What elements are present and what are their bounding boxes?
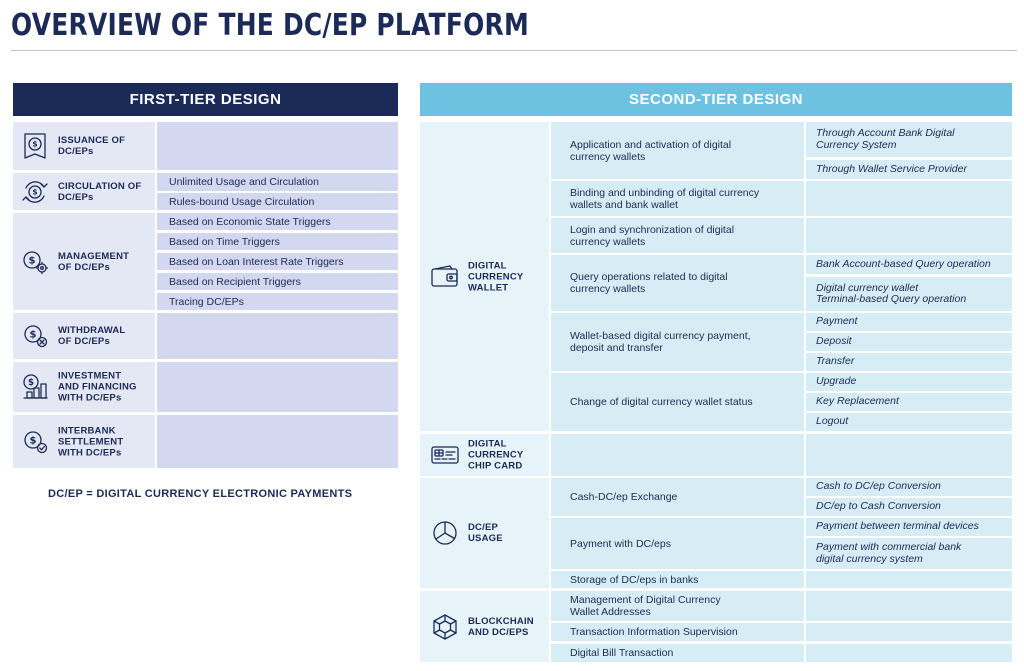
tier2-detail: Upgrade — [806, 373, 1012, 391]
svg-text:$: $ — [28, 378, 34, 388]
tier1-item: Based on Economic State Triggers — [157, 213, 398, 230]
tier1-item: Based on Time Triggers — [157, 233, 398, 250]
tier1-item: Unlimited Usage and Circulation — [157, 173, 398, 191]
tier2-item: Payment with DC/eps — [551, 518, 804, 569]
tier1-empty-cell — [157, 122, 398, 170]
tier1-item: Rules-bound Usage Circulation — [157, 193, 398, 210]
chip-card-icon — [430, 441, 460, 469]
svg-text:$: $ — [30, 435, 37, 446]
gear-dollar-icon: $ — [21, 248, 49, 276]
svg-text:$: $ — [32, 187, 37, 196]
tier2-empty-cell — [806, 181, 1012, 216]
tier1-empty-cell — [157, 362, 398, 412]
page-title: OVERVIEW OF THE DC/EP PLATFORM — [11, 8, 529, 43]
second-tier-header: SECOND-TIER DESIGN — [420, 83, 1012, 116]
tier2-detail: Bank Account-based Query operation — [806, 255, 1012, 274]
tier2-item: Digital Bill Transaction — [551, 644, 804, 662]
wallet-icon — [430, 263, 460, 291]
tier2-item: Change of digital currency wallet status — [551, 373, 804, 431]
tier1-empty-cell — [157, 415, 398, 468]
title-divider — [11, 50, 1017, 51]
document-dollar-icon: $ — [21, 132, 49, 160]
tier2-item: Wallet-based digital currency payment,de… — [551, 313, 804, 371]
pie-chart-icon — [430, 519, 460, 547]
investment-dollar-icon: $ — [21, 373, 49, 401]
footnote: DC/EP = DIGITAL CURRENCY ELECTRONIC PAYM… — [48, 488, 353, 500]
tier2-item: Binding and unbinding of digital currenc… — [551, 181, 804, 216]
withdrawal-dollar-icon: $ — [21, 322, 49, 350]
tier2-detail: Key Replacement — [806, 393, 1012, 411]
settlement-dollar-icon: $ — [21, 428, 49, 456]
tier2-item: Storage of DC/eps in banks — [551, 571, 804, 588]
tier2-detail: DC/ep to Cash Conversion — [806, 498, 1012, 516]
tier2-empty-cell — [806, 571, 1012, 588]
tier2-item: Transaction Information Supervision — [551, 623, 804, 641]
tier1-empty-cell — [157, 313, 398, 359]
svg-text:$: $ — [32, 140, 37, 149]
tier2-empty-cell — [806, 591, 1012, 621]
tier2-empty-cell — [806, 218, 1012, 253]
tier2-item: Cash-DC/ep Exchange — [551, 478, 804, 516]
tier1-item: Based on Loan Interest Rate Triggers — [157, 253, 398, 270]
tier2-detail: Logout — [806, 413, 1012, 431]
tier2-detail: Deposit — [806, 333, 1012, 351]
tier1-item: Tracing DC/EPs — [157, 293, 398, 310]
tier2-detail: Payment between terminal devices — [806, 518, 1012, 536]
tier2-empty-cell — [806, 644, 1012, 662]
tier2-detail: Through Wallet Service Provider — [806, 160, 1012, 179]
tier2-empty-cell — [806, 434, 1012, 476]
tier2-empty-cell — [551, 434, 804, 476]
first-tier-header: FIRST-TIER DESIGN — [13, 83, 398, 116]
tier1-item: Based on Recipient Triggers — [157, 273, 398, 290]
svg-text:$: $ — [29, 255, 36, 266]
circulation-dollar-icon: $ — [21, 178, 49, 206]
blockchain-icon — [430, 613, 460, 641]
tier2-detail: Payment — [806, 313, 1012, 331]
tier2-detail: Cash to DC/ep Conversion — [806, 478, 1012, 496]
svg-text:$: $ — [30, 330, 37, 341]
tier2-detail: Transfer — [806, 353, 1012, 371]
tier2-empty-cell — [806, 623, 1012, 641]
